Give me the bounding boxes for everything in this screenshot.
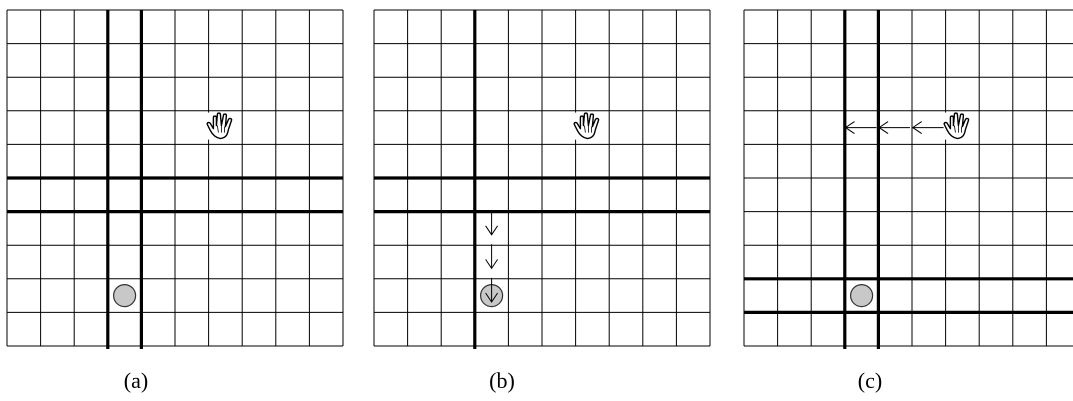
- arrow-icon: [485, 277, 499, 303]
- panel-a-caption: (a): [123, 368, 149, 393]
- panel-b-caption: (b): [489, 368, 515, 393]
- open-hand-icon: [573, 112, 601, 140]
- ball-icon: [112, 284, 137, 308]
- arrow-icon: [911, 121, 944, 135]
- panel-c: [743, 9, 1073, 349]
- panel-c-caption: (c): [857, 368, 883, 393]
- arrow-icon: [485, 244, 499, 270]
- arrow-icon: [878, 121, 910, 135]
- panel-a: [6, 9, 344, 349]
- panel-b: [373, 9, 711, 349]
- ball-icon: [849, 284, 874, 308]
- open-hand-icon: [943, 112, 971, 140]
- arrow-icon: [844, 121, 877, 135]
- open-hand-icon: [206, 112, 234, 140]
- arrow-icon: [485, 210, 499, 236]
